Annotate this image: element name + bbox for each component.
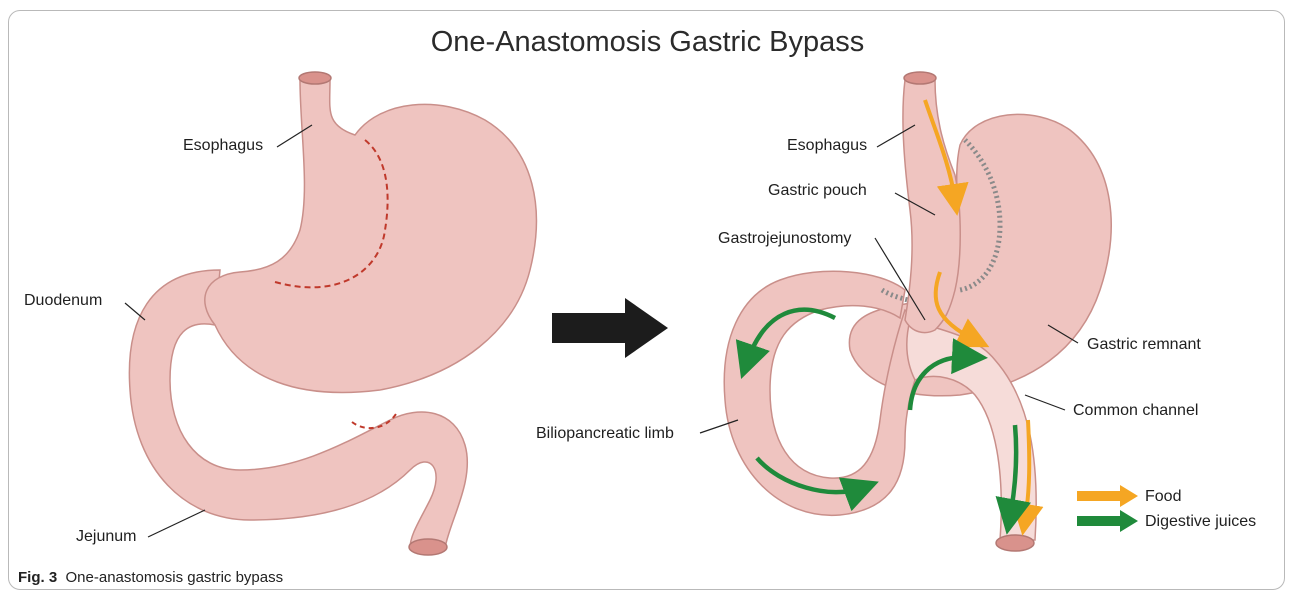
label-esophagus-left: Esophagus bbox=[183, 137, 263, 155]
legend-food-label: Food bbox=[1145, 488, 1181, 506]
label-gastric-remnant: Gastric remnant bbox=[1087, 336, 1201, 354]
legend-juice-swatch bbox=[1077, 510, 1138, 532]
leader-jejunum bbox=[148, 510, 205, 537]
leader-common-channel bbox=[1025, 395, 1065, 410]
label-gastrojejunostomy: Gastrojejunostomy bbox=[718, 230, 851, 248]
legend-juice-label: Digestive juices bbox=[1145, 513, 1256, 531]
jejunum-opening-left bbox=[409, 539, 447, 555]
label-esophagus-right: Esophagus bbox=[787, 137, 867, 155]
caption-text: One-anastomosis gastric bypass bbox=[66, 569, 284, 586]
figure-caption: Fig. 3 One-anastomosis gastric bypass bbox=[18, 569, 283, 586]
bypass-anatomy bbox=[700, 72, 1138, 551]
transition-arrow bbox=[552, 298, 668, 358]
common-channel-opening bbox=[996, 535, 1034, 551]
label-biliopancreatic-limb: Biliopancreatic limb bbox=[536, 425, 674, 443]
label-gastric-pouch: Gastric pouch bbox=[768, 182, 867, 200]
caption-prefix: Fig. 3 bbox=[18, 569, 57, 586]
esophagus-opening-right bbox=[904, 72, 936, 84]
label-common-channel: Common channel bbox=[1073, 402, 1198, 420]
label-jejunum: Jejunum bbox=[76, 528, 136, 546]
legend-food-swatch bbox=[1077, 485, 1138, 507]
esophagus-opening-left bbox=[299, 72, 331, 84]
stomach-left bbox=[205, 80, 537, 392]
label-duodenum: Duodenum bbox=[24, 292, 102, 310]
